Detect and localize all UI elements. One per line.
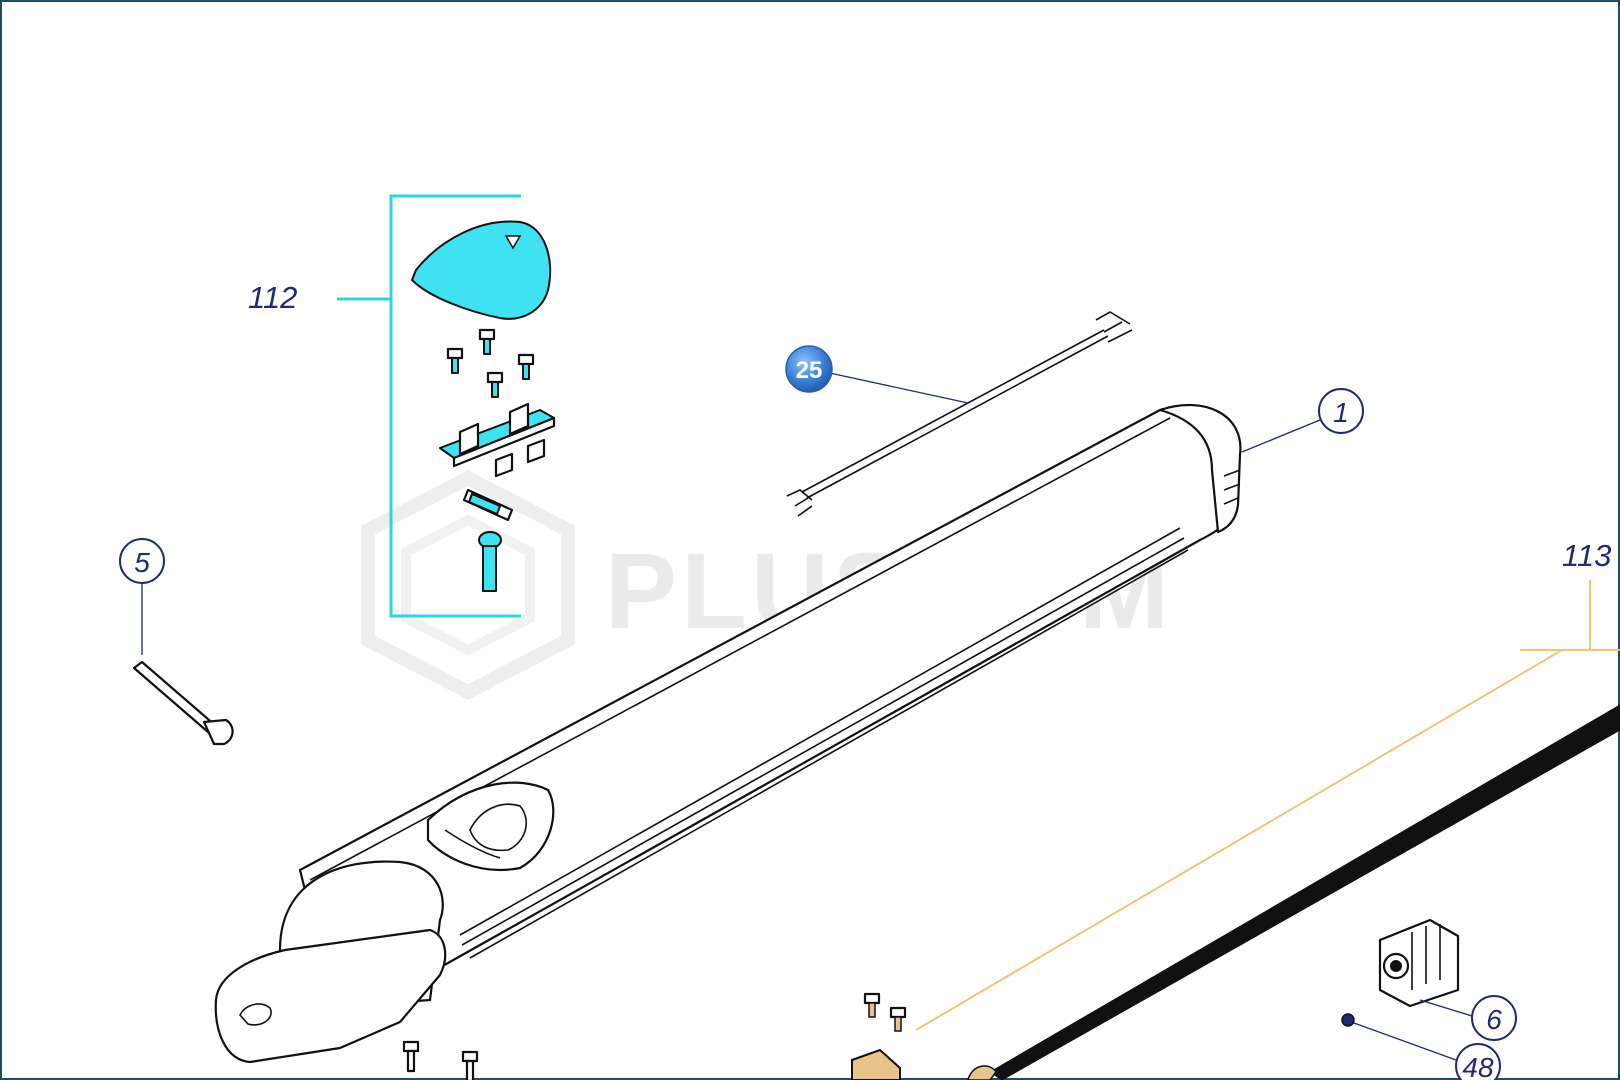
cyan-bracket-plate [439,402,556,478]
part-1-housing [214,403,1242,1064]
callout-113-label: 113 [1562,538,1611,573]
gold-nut-block [851,1048,901,1080]
callout-5-label: 5 [134,547,150,578]
worm-screw-rod [967,704,1620,1080]
callout-1-leader [1241,419,1321,453]
cyan-long-bolt [478,531,502,592]
callout-48: 48 [1455,1043,1501,1080]
callout-112-label: 112 [248,280,297,315]
bottom-screws-center [863,992,907,1032]
callout-6: 6 [1471,995,1517,1041]
callout-25-leader [824,371,969,404]
callout-6-leader [1419,999,1473,1017]
part-6-block [1378,918,1460,1008]
bottom-screws-left [402,1040,479,1080]
watermark-hexagon-logo [361,470,575,700]
callout-48-leader [1353,1022,1457,1061]
cyan-hinge-pin [462,488,514,522]
part-25-cable [786,311,1133,517]
callout-25-label: 25 [796,357,823,384]
callout-1: 1 [1318,388,1364,434]
callout-48-label: 48 [1462,1052,1494,1080]
group-113-bracket [915,580,1620,1031]
cyan-screws [446,328,535,398]
callout-25-badge: 25 [785,345,833,393]
group-112-bracket [337,194,521,618]
part-5-release-key [132,660,234,746]
callout-5: 5 [119,538,165,584]
callout-6-label: 6 [1486,1004,1502,1035]
cyan-cover-cap [411,220,552,320]
part-48-screw [1341,1013,1355,1027]
callout-1-label: 1 [1333,397,1349,428]
